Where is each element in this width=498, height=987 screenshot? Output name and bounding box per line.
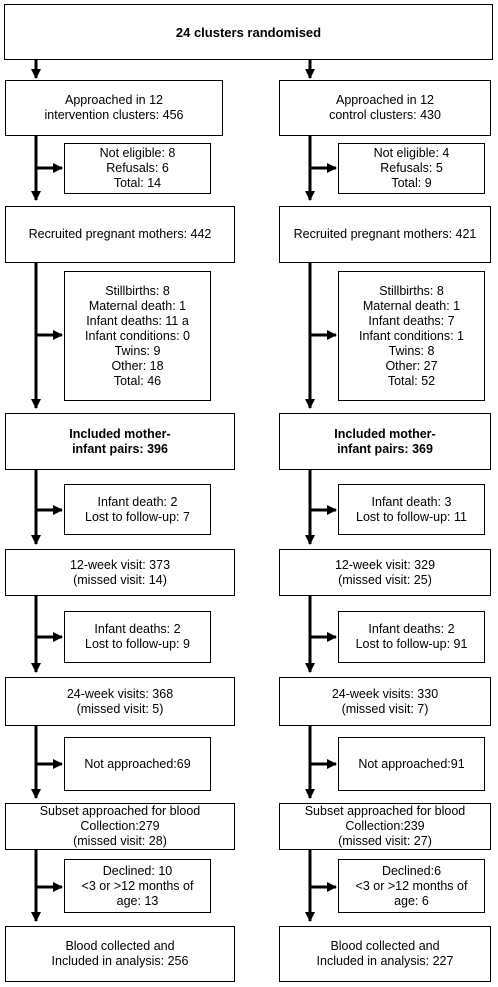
box-text-line: Collection:279 [80,819,160,833]
box-text-line: (missed visit: 28) [73,834,167,848]
box-text-line: Other: 27 [385,358,438,373]
right-visit24-box: 24-week visits: 330(missed visit: 7) [279,677,491,726]
box-text-line: Maternal death: 1 [362,298,461,313]
box-text-line: Infant conditions: 0 [85,328,190,343]
box-text-line: Infant deaths: 11 a [86,313,189,328]
box-text-line: Declined: 10 [102,863,173,878]
box-text-line: Included mother- [69,426,171,441]
right-included-box: Included mother-infant pairs: 369 [279,413,491,470]
box-text-line: control clusters: 430 [329,108,441,122]
box-text-line: Blood collected and [65,939,175,953]
box-text-line: Lost to follow-up: 9 [85,637,190,651]
box-text-line: Maternal death: 1 [88,298,187,313]
box-text-line: 12-week visit: 329 [334,557,436,572]
box-text-line: Subset approached for blood [304,804,466,818]
box-text-line: Included in analysis: 256 [51,954,189,968]
box-text-line: Approached in 12 [336,93,434,107]
box-text-line: Total: 14 [113,176,162,190]
box-text-line: infant pairs: 369 [337,441,433,456]
box-text-line: Lost to follow-up: 91 [355,637,468,651]
box-text-line: Lost to follow-up: 7 [85,509,190,524]
box-text-line: 12-week visit: 373 [69,557,171,572]
left-recruited-box: Recruited pregnant mothers: 442 [5,206,235,263]
right-recruited-box: Recruited pregnant mothers: 421 [279,206,491,263]
box-text-line: Approached in 12 [65,93,163,107]
box-text-line: Recruited pregnant mothers: 421 [293,227,477,241]
box-text-line: Recruited pregnant mothers: 442 [28,227,212,241]
box-text-line: Not eligible: 8 [99,146,176,160]
box-text-line: Collection:239 [345,819,425,833]
box-text-line: Lost to follow-up: 11 [356,509,467,524]
left-visit24-box: 24-week visits: 368(missed visit: 5) [5,677,235,726]
box-text-line: Total: 46 [113,373,162,388]
box-text-line: Infant deaths: 2 [94,622,181,636]
left-included-box: Included mother-infant pairs: 396 [5,413,235,470]
top-box: 24 clusters randomised [4,4,493,60]
box-text-line: Total: 52 [387,373,436,388]
box-text-line: Infant conditions: 1 [359,328,464,343]
box-text-line: 24-week visits: 368 [66,686,174,701]
box-text-line: Other: 18 [111,358,164,373]
box-text-line: Not approached:91 [358,756,465,771]
box-text-line: (missed visit: 7) [341,701,429,716]
box-text-line: Infant deaths: 7 [368,313,455,328]
box-text-line: 24-week visits: 330 [331,686,439,701]
box-text-line: Stillbirths: 8 [105,283,170,298]
box-text-line: (missed visit: 5) [76,701,164,716]
box-text-line: Refusals: 5 [380,161,443,175]
box-text-line: Infant death: 2 [97,494,178,509]
box-text-line: Not approached:69 [84,756,191,771]
box-text-line: Total: 9 [391,176,432,190]
box-text-line: Declined:6 [381,863,442,878]
box-text-line: Blood collected and [330,939,440,953]
box-text-line: infant pairs: 396 [72,441,168,456]
box-text-line: Not eligible: 4 [373,146,450,160]
left-notapproached-box: Not approached:69 [64,737,211,791]
box-text-line: Refusals: 6 [106,161,169,175]
box-text-line: Infant deaths: 2 [368,622,455,636]
box-text-line: 24 clusters randomised [175,24,322,40]
box-text-line: age: 6 [394,893,429,908]
box-text-line: Included in analysis: 227 [316,954,454,968]
box-text-line: (missed visit: 27) [338,834,432,848]
box-text-line: age: 13 [116,893,159,908]
box-text-line: Infant death: 3 [371,494,452,509]
box-text-line: (missed visit: 14) [73,572,167,587]
box-text-line: Subset approached for blood [39,804,201,818]
box-text-line: Included mother- [334,426,436,441]
left-visit12-box: 12-week visit: 373(missed visit: 14) [5,549,235,596]
box-text-line: Twins: 9 [114,343,161,358]
box-text-line: <3 or >12 months of [81,878,194,893]
box-text-line: (missed visit: 25) [338,572,432,587]
right-visit12-box: 12-week visit: 329(missed visit: 25) [279,549,491,596]
box-text-line: Stillbirths: 8 [379,283,444,298]
right-notapproached-box: Not approached:91 [338,737,485,791]
box-text-line: <3 or >12 months of [355,878,468,893]
box-text-line: Twins: 8 [388,343,435,358]
box-text-line: intervention clusters: 456 [44,108,184,122]
